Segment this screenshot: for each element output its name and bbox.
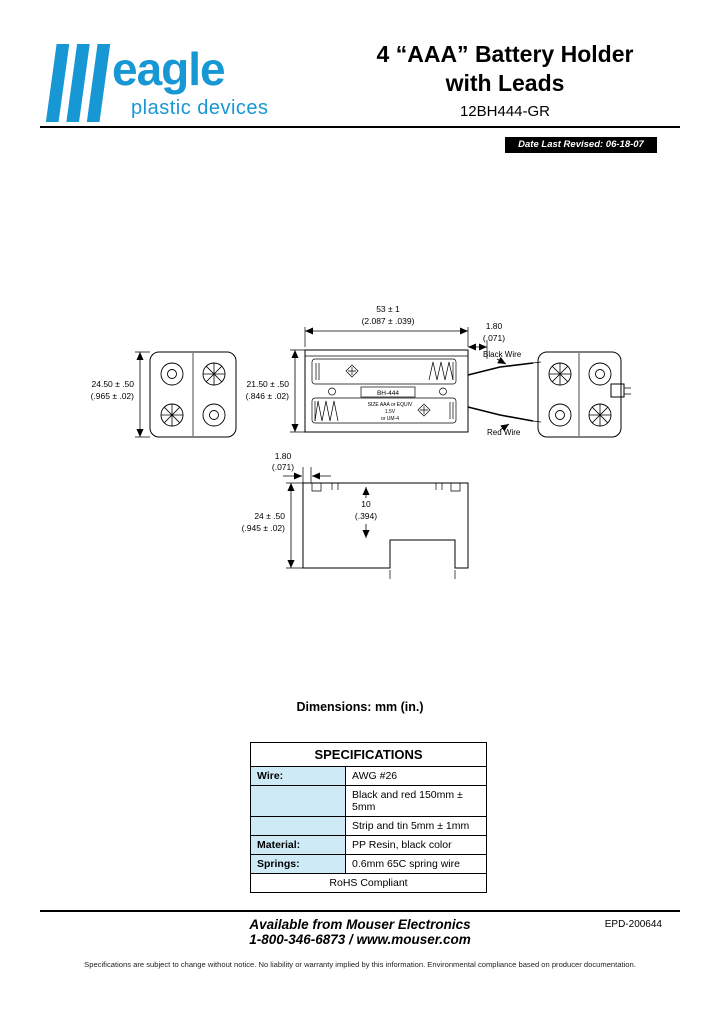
spec-value: Black and red 150mm ± 5mm xyxy=(345,785,487,817)
logo-bar xyxy=(86,44,111,122)
dim-lead-offset: 1.80 (.071) xyxy=(468,321,505,359)
dim-front-height-mm: 21.50 ± .50 xyxy=(247,379,290,389)
spec-value: Strip and tin 5mm ± 1mm xyxy=(345,816,487,836)
dim-notch-depth: 10 (.394) xyxy=(355,487,377,538)
spec-label xyxy=(250,785,346,817)
logo-tagline: plastic devices xyxy=(131,97,269,119)
spec-title: SPECIFICATIONS xyxy=(250,742,487,767)
dim-front-height-in: (.846 ± .02) xyxy=(246,391,290,401)
drawing-svg: 53 ± 1 (2.087 ± .039) 1.80 (.071) 24.50 … xyxy=(91,304,631,579)
logo-wordmark: eagle xyxy=(112,43,226,95)
spec-value: AWG #26 xyxy=(345,766,487,786)
logo-bar xyxy=(66,44,90,122)
document-number: EPD-200644 xyxy=(604,919,662,930)
dim-bottom-height: 24 ± .50 (.945 ± .02) xyxy=(242,482,303,569)
dim-overall-width: 53 ± 1 (2.087 ± .039) xyxy=(304,304,469,347)
red-wire-label: Red Wire xyxy=(487,428,521,437)
date-revised-badge: Date Last Revised: 06-18-07 xyxy=(505,137,657,153)
spec-row-wire: Wire: AWG #26 xyxy=(250,766,487,786)
dim-lead-in: (.071) xyxy=(483,333,505,343)
spec-value: 0.6mm 65C spring wire xyxy=(345,854,487,874)
eagle-logo-mark xyxy=(45,44,111,122)
part-number: 12BH444-GR xyxy=(459,102,551,120)
spec-label: Wire: xyxy=(250,766,346,786)
spec-row-wire-strip: Strip and tin 5mm ± 1mm xyxy=(250,816,487,836)
dim-width-mm: 53 ± 1 xyxy=(376,304,400,314)
page-subtitle: with Leads xyxy=(445,69,565,96)
legal-disclaimer: Specifications are subject to change wit… xyxy=(84,960,636,969)
spec-row-material: Material: PP Resin, black color xyxy=(250,835,487,855)
dim-left-height-in: (.965 ± .02) xyxy=(91,391,135,401)
front-view: BH-444 SIZE AAA or EQUIV 1.5V or UM-4 xyxy=(304,349,469,433)
dim-bottom-height-in: (.945 ± .02) xyxy=(242,523,286,533)
dim-width-in: (2.087 ± .039) xyxy=(362,316,415,326)
spec-label: Material: xyxy=(250,835,346,855)
technical-drawing: 53 ± 1 (2.087 ± .039) 1.80 (.071) 24.50 … xyxy=(0,295,720,595)
page-title: 4 “AAA” Battery Holder xyxy=(376,41,634,67)
bottom-view xyxy=(302,482,469,579)
spec-rohs-row: RoHS Compliant xyxy=(250,873,487,893)
header-rule xyxy=(40,126,680,128)
spec-label: Springs: xyxy=(250,854,346,874)
title-block: 4 “AAA” Battery Holder with Leads 12BH44… xyxy=(330,40,680,120)
lead-wires: Black Wire Red Wire xyxy=(467,350,542,437)
dimensions-note: Dimensions: mm (in.) xyxy=(296,700,424,714)
footer-mouser-line: Available from Mouser Electronics xyxy=(249,917,471,932)
dim-notch-mm: 10 xyxy=(361,499,371,509)
rohs-compliant-label: RoHS Compliant xyxy=(250,873,487,893)
black-wire-label: Black Wire xyxy=(483,350,522,359)
dim-bottom-tab-in: (.071) xyxy=(272,462,294,472)
spec-row-wire-color: Black and red 150mm ± 5mm xyxy=(250,785,487,817)
model-marking-label: BH-444 xyxy=(377,390,399,397)
dim-lead-mm: 1.80 xyxy=(486,321,503,331)
spec-title-row: SPECIFICATIONS xyxy=(250,742,487,767)
spec-value: PP Resin, black color xyxy=(345,835,487,855)
dim-front-height: 21.50 ± .50 (.846 ± .02) xyxy=(246,349,305,433)
logo-bar xyxy=(45,44,70,122)
dim-left-height: 24.50 ± .50 (.965 ± .02) xyxy=(91,351,150,438)
right-end-view xyxy=(537,351,631,438)
dim-bottom-tab: 1.80 (.071) xyxy=(272,451,331,483)
voltage-label: 1.5V xyxy=(385,409,396,415)
specifications-table: SPECIFICATIONS Wire: AWG #26 Black and r… xyxy=(250,742,487,893)
spec-row-springs: Springs: 0.6mm 65C spring wire xyxy=(250,854,487,874)
footer-rule xyxy=(40,910,680,912)
dim-bottom-tab-mm: 1.80 xyxy=(275,451,292,461)
spec-label xyxy=(250,816,346,836)
dim-notch-in: (.394) xyxy=(355,511,377,521)
battery-size-label: SIZE AAA or EQUIV xyxy=(368,402,413,408)
dim-left-height-mm: 24.50 ± .50 xyxy=(92,379,135,389)
footer-contact-line: 1-800-346-6873 / www.mouser.com xyxy=(249,932,471,947)
um4-label: or UM-4 xyxy=(381,416,399,422)
dim-bottom-height-mm: 24 ± .50 xyxy=(254,511,285,521)
left-end-view xyxy=(149,351,237,438)
